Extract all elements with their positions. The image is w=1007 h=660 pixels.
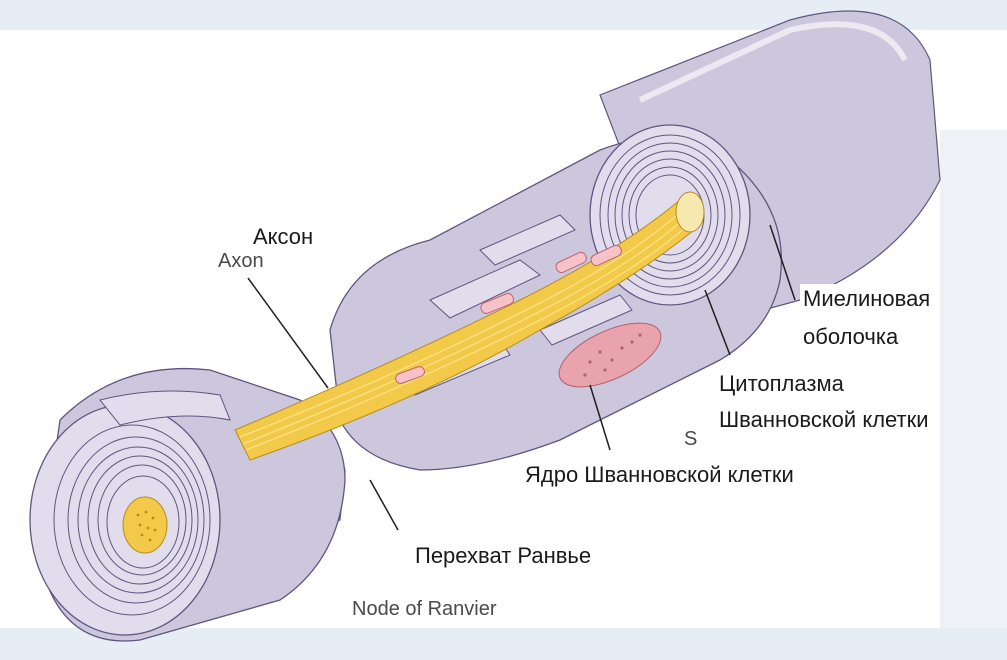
schwann-cytoplasm-label-line1: Цитоплазма <box>716 369 847 398</box>
node-of-ranvier-label: Перехват Ранвье <box>412 541 594 570</box>
schwann-cytoplasm-label-line2: Шванновской клетки <box>716 405 932 434</box>
axon-label: Аксон <box>250 222 316 251</box>
axon-cut-end <box>676 192 704 232</box>
stray-letter: S <box>684 428 697 451</box>
myelin-sheath-label-line1: Миелиновая <box>800 284 933 313</box>
axon-label-english: Axon <box>218 250 264 273</box>
myelin-sheath-label-line2: оболочка <box>800 322 901 351</box>
background-right-panel <box>940 130 1007 660</box>
node-of-ranvier-label-english: Node of Ranvier <box>352 598 497 621</box>
schwann-nucleus-label: Ядро Шванновской клетки <box>522 460 797 489</box>
left-axon-cross-section <box>123 497 167 553</box>
